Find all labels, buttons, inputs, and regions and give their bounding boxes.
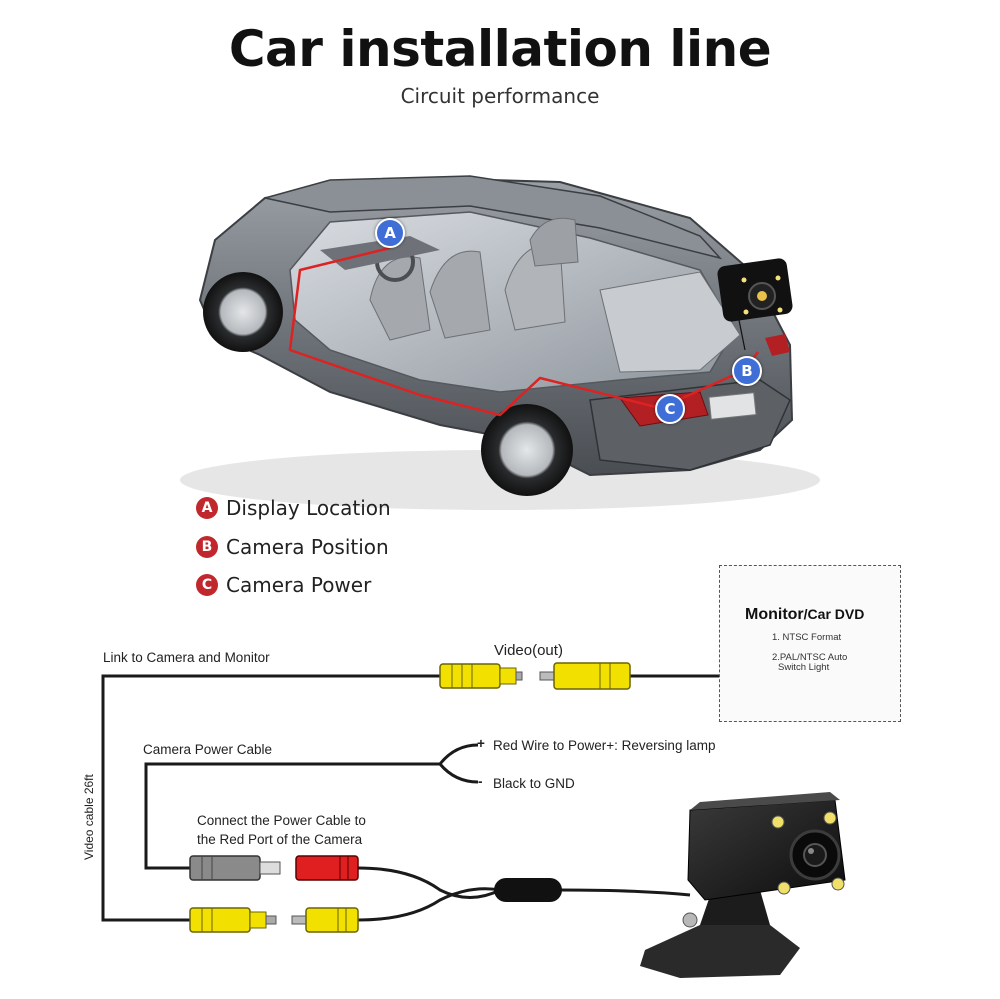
video-cable-label: Video cable 26ft <box>82 774 96 860</box>
video-out-female-rca-connector <box>539 662 631 690</box>
legend-badge-a: A <box>196 497 218 519</box>
cable-junction-sleeve <box>494 878 562 902</box>
rearview-camera-product <box>640 792 846 978</box>
plus-sign: + <box>477 736 485 751</box>
power-red-connector <box>295 855 359 881</box>
power-cable-label: Camera Power Cable <box>143 742 273 757</box>
legend-badge-b: B <box>196 536 218 558</box>
connect-label-line2: the Red Port of the Camera <box>197 832 363 847</box>
legend-label: Camera Power <box>226 573 372 597</box>
power-gray-connector <box>189 855 281 881</box>
marker-a: A <box>375 218 405 248</box>
camera-video-male-rca-connector <box>189 907 277 933</box>
connect-label-line1: Connect the Power Cable to <box>197 813 366 828</box>
page-subtitle: Circuit performance <box>400 84 600 108</box>
wiring-lines <box>101 674 719 922</box>
video-out-male-rca-connector <box>439 663 523 689</box>
legend-badge-c: C <box>196 574 218 596</box>
monitor-box <box>719 565 901 722</box>
legend-item-camera-position: B Camera Position <box>196 535 389 559</box>
legend-item-display-location: A Display Location <box>196 496 391 520</box>
monitor-title-sub: /Car DVD <box>803 606 865 622</box>
monitor-note-2-line2: Switch Light <box>778 662 830 673</box>
monitor-note-2-line1: 2.PAL/NTSC Auto <box>772 652 848 663</box>
marker-c: C <box>655 394 685 424</box>
black-wire-label: Black to GND <box>493 776 575 791</box>
car-illustration <box>180 175 820 510</box>
link-label: Link to Camera and Monitor <box>103 650 270 665</box>
legend-label: Camera Position <box>226 535 389 559</box>
minus-sign: - <box>478 774 483 789</box>
video-out-label: Video(out) <box>494 642 563 659</box>
marker-b: B <box>732 356 762 386</box>
legend-item-camera-power: C Camera Power <box>196 573 371 597</box>
monitor-title-main: Monitor <box>745 606 804 623</box>
red-wire-label: Red Wire to Power+: Reversing lamp <box>493 738 716 753</box>
monitor-title: Monitor/Car DVD <box>745 606 864 624</box>
monitor-note-1: 1. NTSC Format <box>772 632 842 643</box>
camera-callout <box>717 258 793 351</box>
camera-video-female-rca-connector <box>291 907 359 933</box>
page-title: Car installation line <box>228 20 772 78</box>
legend-label: Display Location <box>226 496 391 520</box>
